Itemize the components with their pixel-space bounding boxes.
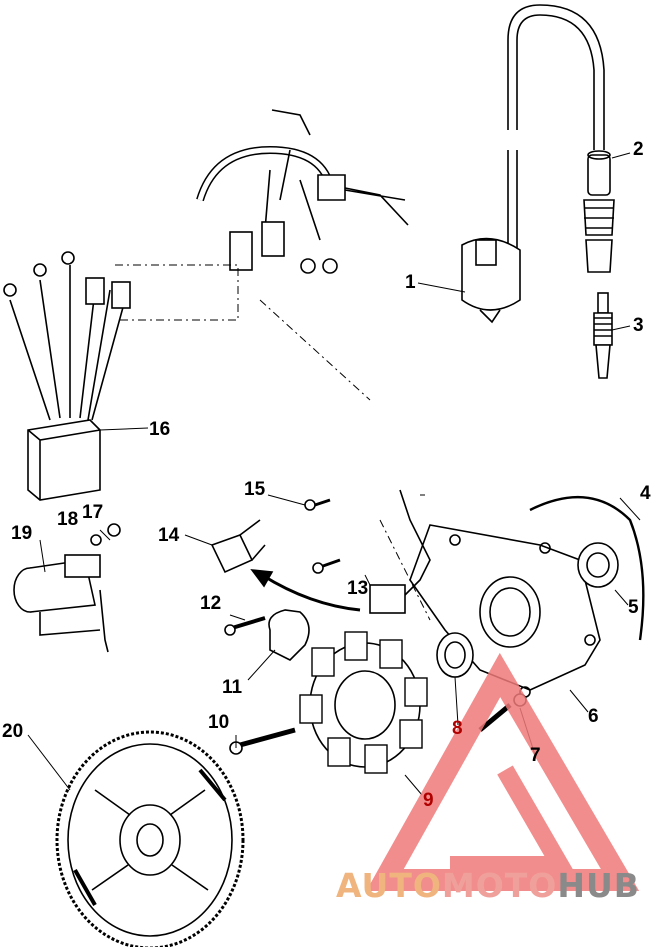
callout-9: 9 — [423, 790, 434, 811]
watermark-auto: AUTO — [336, 866, 442, 905]
dashed-leader-lines — [115, 264, 431, 621]
watermark-text: AUTOMOTOHUB — [336, 866, 640, 905]
watermark-hub: HUB — [557, 866, 640, 905]
callout-5: 5 — [628, 597, 639, 618]
leader-lines — [27, 152, 641, 796]
callout-12: 12 — [200, 593, 222, 614]
callout-16: 16 — [149, 419, 171, 440]
oil-seal — [577, 542, 619, 588]
callout-13: 13 — [347, 578, 369, 599]
direction-arrow — [250, 569, 361, 612]
callout-8: 8 — [452, 718, 463, 739]
callout-11: 11 — [222, 677, 243, 698]
stator — [299, 631, 428, 774]
callout-20: 20 — [2, 721, 24, 742]
seal — [436, 632, 474, 678]
spark-plug-cap — [583, 150, 615, 273]
callout-7: 7 — [530, 745, 541, 766]
bolt-10 — [229, 727, 296, 755]
callout-4: 4 — [640, 483, 651, 504]
starter-relay — [13, 523, 121, 653]
callout-18: 18 — [57, 509, 79, 530]
spark-plug — [593, 292, 613, 379]
screws-15 — [304, 498, 341, 574]
callout-2: 2 — [633, 139, 644, 160]
voltage-regulator — [3, 251, 131, 501]
callout-10: 10 — [208, 712, 230, 733]
flywheel — [55, 730, 245, 947]
wiring-harness — [196, 109, 409, 274]
callout-15: 15 — [244, 479, 266, 500]
clamp — [268, 609, 310, 661]
callout-19: 19 — [11, 523, 33, 544]
sensor-14 — [210, 519, 266, 574]
callout-14: 14 — [158, 525, 180, 546]
watermark-moto: MOTO — [441, 866, 558, 905]
gasket — [529, 495, 645, 641]
crankcase-cover — [409, 524, 601, 698]
callout-1: 1 — [405, 272, 416, 293]
pulse-sensor — [369, 489, 431, 614]
ignition-coil — [461, 4, 605, 324]
callout-6: 6 — [588, 706, 599, 727]
watermark-triangle — [366, 652, 640, 891]
callout-17: 17 — [82, 502, 104, 523]
callout-3: 3 — [633, 315, 644, 336]
screw-12 — [224, 616, 266, 636]
